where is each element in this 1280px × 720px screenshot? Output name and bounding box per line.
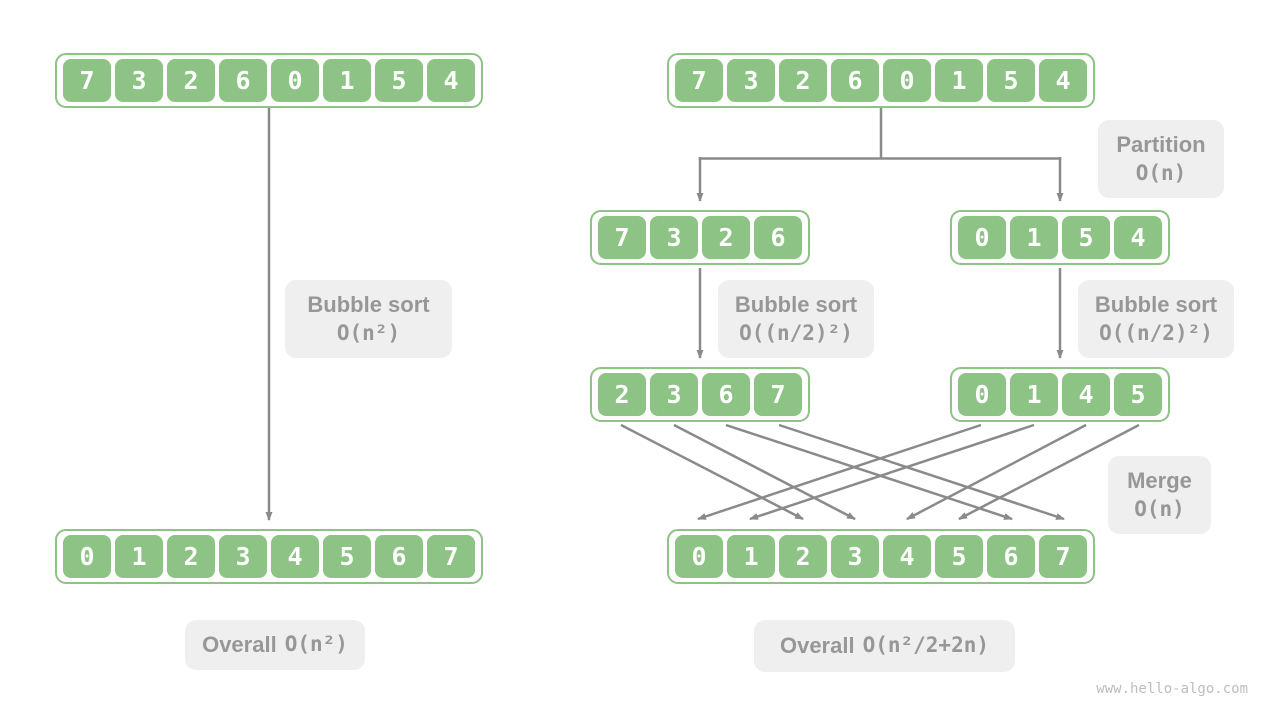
array-cell: 7	[675, 59, 723, 102]
merge-arrow-value-2	[620, 423, 804, 521]
label-title: Overall	[779, 632, 855, 658]
array-cell: 3	[219, 535, 267, 578]
array-cell: 6	[702, 373, 750, 416]
array-cell: 4	[1114, 216, 1162, 259]
merge-arrow-value-5	[958, 423, 1140, 521]
label-complexity: O(n)	[1135, 161, 1187, 186]
array-cell: 2	[598, 373, 646, 416]
label-merge: Merge O(n)	[1108, 456, 1211, 534]
array-cell: 2	[779, 59, 827, 102]
label-title: Bubble sort	[1094, 291, 1218, 317]
label-partition: Partition O(n)	[1098, 120, 1224, 198]
label-bubble-sort-sub-right: Bubble sort O((n/2)²)	[1078, 280, 1234, 358]
array-cell: 5	[323, 535, 371, 578]
array-cell: 4	[427, 59, 475, 102]
array-cell: 7	[427, 535, 475, 578]
array-cell: 4	[883, 535, 931, 578]
array-cell: 1	[1010, 216, 1058, 259]
array-cell: 1	[1010, 373, 1058, 416]
array-cell: 5	[1062, 216, 1110, 259]
array-cell: 6	[831, 59, 879, 102]
label-bubble-sort-left-panel: Bubble sort O(n²)	[285, 280, 452, 358]
array-cell: 1	[323, 59, 371, 102]
array-cell: 0	[271, 59, 319, 102]
label-bubble-sort-sub-left: Bubble sort O((n/2)²)	[718, 280, 874, 358]
merge-arrow-value-0	[697, 423, 982, 521]
array-cell: 3	[727, 59, 775, 102]
label-title: Overall	[202, 631, 277, 657]
label-overall-right-panel: Overall O(n²/2+2n)	[754, 620, 1015, 672]
array-cell: 7	[598, 216, 646, 259]
array-cell: 3	[650, 216, 698, 259]
label-complexity: O(n²)	[336, 321, 401, 346]
array-cell: 4	[1062, 373, 1110, 416]
array-cell: 6	[987, 535, 1035, 578]
array-cell: 0	[958, 373, 1006, 416]
array-cell: 3	[115, 59, 163, 102]
array-cell: 2	[167, 535, 215, 578]
array-cell: 2	[702, 216, 750, 259]
array-cell: 3	[831, 535, 879, 578]
array-cell: 4	[271, 535, 319, 578]
array-cell: 7	[63, 59, 111, 102]
array-cell: 7	[1039, 535, 1087, 578]
array-cell: 1	[935, 59, 983, 102]
merge-arrow-value-6	[725, 423, 1013, 521]
watermark: www.hello-algo.com	[1096, 681, 1248, 697]
array-cell: 6	[219, 59, 267, 102]
array-cell: 2	[779, 535, 827, 578]
label-title: Bubble sort	[307, 291, 430, 317]
label-overall-left-panel: Overall O(n²)	[185, 620, 365, 670]
array-cell: 3	[650, 373, 698, 416]
merge-arrow-value-7	[778, 423, 1065, 521]
array-cell: 4	[1039, 59, 1087, 102]
label-title: Bubble sort	[734, 291, 858, 317]
merge-arrow-value-3	[673, 423, 856, 521]
array-cell: 2	[167, 59, 215, 102]
array-cell: 6	[375, 535, 423, 578]
merge-arrow-value-1	[749, 423, 1035, 521]
merge-arrow-value-4	[906, 423, 1087, 521]
array-cell: 1	[727, 535, 775, 578]
array-cell: 5	[1114, 373, 1162, 416]
label-complexity: O((n/2)²)	[1099, 321, 1213, 346]
label-complexity: O((n/2)²)	[739, 321, 853, 346]
label-title: Merge	[1127, 467, 1192, 493]
array-cell: 0	[958, 216, 1006, 259]
label-complexity: O(n)	[1134, 497, 1185, 522]
label-title: Partition	[1116, 131, 1206, 157]
array-cell: 5	[935, 535, 983, 578]
array-cell: 5	[375, 59, 423, 102]
label-complexity: O(n²/2+2n)	[862, 633, 990, 658]
label-complexity: O(n²)	[284, 632, 348, 657]
array-cell: 0	[675, 535, 723, 578]
array-cell: 1	[115, 535, 163, 578]
array-cell: 6	[754, 216, 802, 259]
array-cell: 0	[63, 535, 111, 578]
array-cell: 0	[883, 59, 931, 102]
array-cell: 7	[754, 373, 802, 416]
array-cell: 5	[987, 59, 1035, 102]
